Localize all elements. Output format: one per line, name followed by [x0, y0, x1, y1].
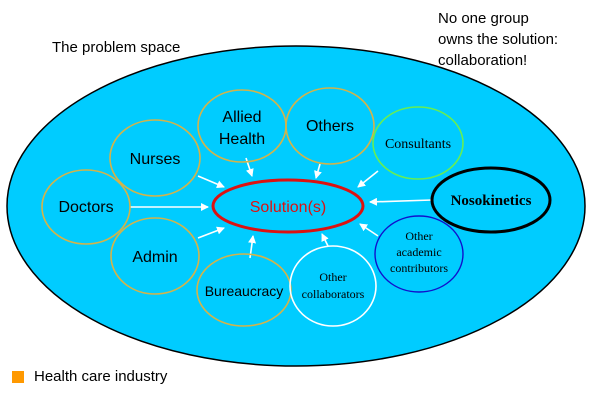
arrow-other-academic — [359, 223, 379, 237]
node-allied-label-2: Health — [219, 131, 265, 148]
node-other-academic-ring — [374, 215, 464, 293]
node-others-ring — [285, 87, 375, 165]
node-bureaucracy-ring — [196, 253, 292, 327]
solution-ring — [211, 178, 365, 234]
node-consultants-ring — [372, 106, 464, 180]
node-bureaucracy-label: Bureaucracy — [205, 283, 284, 299]
node-other-collab-label-1: Other — [319, 270, 346, 284]
node-other-academic-label-1: Other — [405, 229, 432, 243]
problem-space-label: The problem space — [52, 39, 180, 56]
legend-label: Health care industry — [34, 368, 168, 385]
node-consultants-label: Consultants — [385, 137, 451, 152]
solution-label: Solution(s) — [250, 199, 326, 216]
node-other-collab-label-2: collaborators — [302, 287, 365, 301]
node-other-academic-label-2: academic — [396, 245, 441, 259]
arrow-admin — [197, 226, 225, 239]
arrow-other-collab — [321, 233, 329, 247]
node-admin-ring — [110, 217, 200, 295]
node-admin-label: Admin — [132, 249, 177, 266]
node-nosokinetics-ring — [430, 166, 552, 234]
node-other-academic-label-3: contributors — [390, 261, 448, 275]
note-line-1: No one group — [438, 10, 529, 27]
node-nosokinetics-label: Nosokinetics — [451, 193, 532, 209]
node-doctors-label: Doctors — [58, 199, 113, 216]
node-others-label: Others — [306, 118, 354, 135]
legend-swatch — [12, 370, 24, 383]
arrow-others — [314, 163, 322, 179]
node-doctors-ring — [41, 169, 131, 245]
arrow-nurses — [197, 175, 225, 188]
problem-space-ellipse — [6, 45, 586, 367]
note-line-2: owns the solution: — [438, 31, 558, 48]
arrow-nosokinetics — [369, 197, 433, 206]
note-line-3: collaboration! — [438, 52, 527, 69]
legend: Health care industry — [12, 368, 167, 385]
node-nurses-ring — [109, 119, 201, 197]
arrow-consultants — [357, 170, 379, 188]
node-other-collab-ring — [289, 245, 377, 327]
node-nurses-label: Nurses — [130, 151, 181, 168]
node-allied-label-1: Allied — [222, 109, 261, 126]
